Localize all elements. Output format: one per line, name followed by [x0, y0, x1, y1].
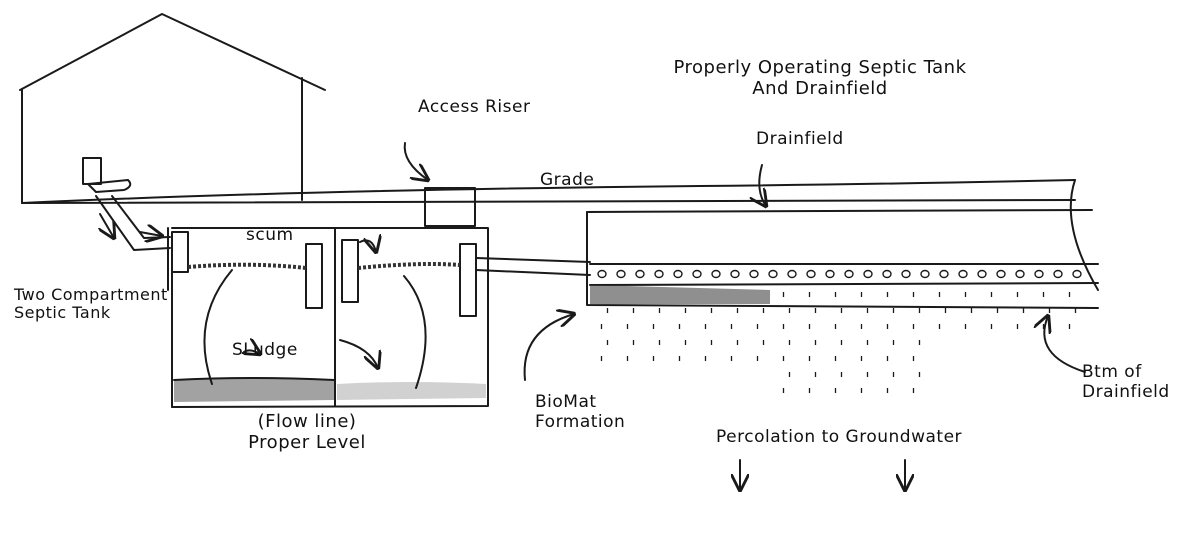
pebble [673, 269, 683, 279]
pebble [1034, 269, 1044, 279]
septic-tank-label: Two Compartment Septic Tank [14, 285, 168, 323]
pebble [616, 269, 626, 279]
drainfield [523, 164, 1099, 490]
pebble [996, 269, 1006, 279]
toilet-icon [82, 157, 132, 193]
btm-drainfield-label: Btm of Drainfield [1082, 362, 1170, 402]
drainfield-label: Drainfield [756, 129, 844, 149]
diagram-title: Properly Operating Septic Tank And Drain… [670, 57, 970, 99]
title-line-2: And Drainfield [752, 77, 888, 99]
pebble [958, 269, 968, 279]
percolation-label: Percolation to Groundwater [716, 427, 963, 447]
pebble [882, 269, 892, 279]
pebble [730, 269, 740, 279]
pebble [844, 269, 854, 279]
pebble [749, 269, 759, 279]
pebble [977, 269, 987, 279]
flow-line-text: (Flow line) [257, 411, 357, 432]
pebble [939, 269, 949, 279]
pebble [635, 269, 645, 279]
pebble [597, 269, 607, 279]
pebble [1015, 269, 1025, 279]
tank-label-line-1: Two Compartment [14, 285, 168, 304]
proper-level-text: Proper Level [248, 431, 366, 453]
pebble [825, 269, 835, 279]
access-riser [403, 142, 476, 227]
pebble [1072, 269, 1082, 279]
biomat-line-1: BioMat [535, 392, 597, 412]
btm-line-1: Btm of [1082, 362, 1142, 382]
title-line-1: Properly Operating Septic Tank [673, 57, 967, 78]
grade-line [21, 179, 1076, 204]
pebble [787, 269, 797, 279]
outlet-pipe [475, 257, 591, 276]
septic-tank [167, 227, 489, 408]
pebble [654, 269, 664, 279]
pebble [768, 269, 778, 279]
inlet-pipe [95, 195, 171, 251]
btm-line-2: Drainfield [1082, 381, 1170, 402]
pebble [692, 269, 702, 279]
pebble [863, 269, 873, 279]
pebble [920, 269, 930, 279]
scum-label: scum [246, 225, 294, 245]
percolation-drips [600, 292, 1077, 393]
sludge-label: SLudge [232, 340, 298, 360]
flow-line-label: (Flow line) Proper Level [222, 411, 392, 453]
house [19, 13, 1076, 204]
pebble [711, 269, 721, 279]
access-riser-label: Access Riser [418, 97, 531, 117]
tank-label-line-2: Septic Tank [14, 303, 111, 323]
biomat-line-2: Formation [535, 411, 626, 432]
pebble [901, 269, 911, 279]
biomat-label: BioMat Formation [535, 392, 626, 432]
pebble [1053, 269, 1063, 279]
grade-label: Grade [540, 170, 595, 190]
pebble [806, 269, 816, 279]
gravel-pebbles [597, 269, 1082, 279]
